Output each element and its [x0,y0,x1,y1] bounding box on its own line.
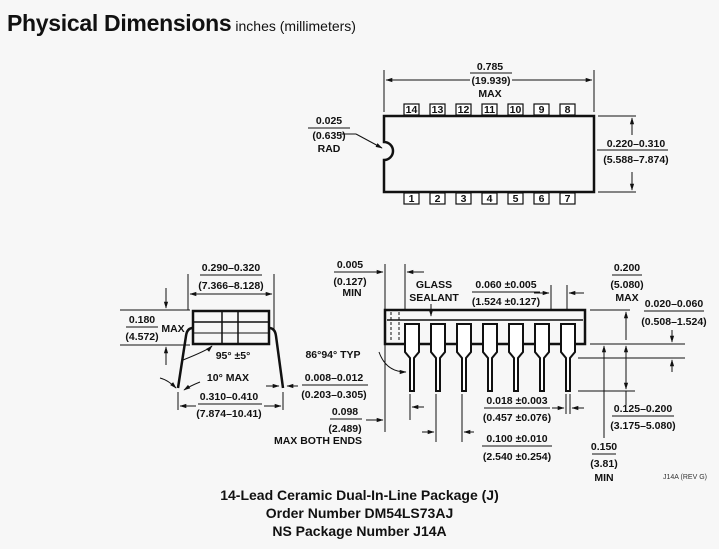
dim-end-max-note: MAX BOTH ENDS [274,435,362,447]
side-view-dimlines [366,309,685,442]
pin-12: 12 [458,104,470,116]
pin-4: 4 [487,193,493,205]
dim-seat-height-mm: (5.080) [610,279,643,291]
pin-10: 10 [510,104,522,116]
dim-notch-in: 0.025 [316,115,342,127]
dim-min-offset-mm: (0.127) [333,276,366,288]
dim-height-in: 0.180 [129,314,155,326]
dim-shoulder-mm: (1.524 ±0.127) [472,296,540,308]
caption-ns-package: NS Package Number J14A [272,523,447,539]
dim-shoulder-in: 0.060 ±0.005 [475,279,536,291]
dim-standoff-in: 0.020–0.060 [645,298,704,310]
dim-lead-angle-typ: 86°94° TYP [305,349,360,361]
dim-lead-thickness-mm: (0.203–0.305) [301,389,366,401]
dim-lead-length-in: 0.125–0.200 [614,403,673,415]
dim-lead-width-mm: (0.457 ±0.076) [483,412,551,424]
top-view-dims: 0.785 (19.939) MAX 0.025 (0.635) RAD 0.2… [308,61,669,166]
dim-lead-width-in: 0.018 ±0.003 [486,395,547,407]
dim-pitch-in: 0.100 ±0.010 [486,433,547,445]
dim-end-max-in: 0.098 [332,406,358,418]
pin-5: 5 [513,193,519,205]
end-view [120,274,298,410]
dim-notch-note: RAD [318,143,341,155]
pin-13: 13 [432,104,444,116]
dim-height-note: MAX [161,323,184,335]
side-leads [404,323,576,392]
dim-notch-mm: (0.635) [312,130,345,142]
dim-min-offset-in: 0.005 [337,259,363,271]
dim-min-length-mm: (3.81) [590,458,617,470]
pin-6: 6 [539,193,545,205]
dim-body-width-in: 0.290–0.320 [202,262,261,274]
end-view-dims: 0.290–0.320 (7.366–8.128) 0.180 (4.572) … [125,262,368,420]
dim-lead-thickness-in: 0.008–0.012 [305,372,364,384]
dim-lead-span-in: 0.310–0.410 [200,391,259,403]
revision-label: J14A (REV G) [663,474,707,481]
dim-seat-height-note: MAX [615,292,638,304]
pin-1: 1 [409,193,415,205]
caption-order-number: Order Number DM54LS73AJ [265,505,454,521]
pin-7: 7 [565,193,571,205]
sealant-label: SEALANT [409,292,459,304]
dim-seat-height-in: 0.200 [614,262,640,274]
pin-2: 2 [435,193,441,205]
pin-11: 11 [484,104,495,116]
dim-length-note: MAX [478,88,501,100]
package-caption: 14-Lead Ceramic Dual-In-Line Package (J)… [0,486,719,540]
dim-body-width-mm: (7.366–8.128) [198,280,263,292]
top-view [340,70,668,194]
dim-standoff-mm: (0.508–1.524) [641,316,706,328]
title-main: Physical Dimensions [7,10,232,36]
caption-package: 14-Lead Ceramic Dual-In-Line Package (J) [220,487,499,503]
side-view-dims: 0.005 (0.127) MIN GLASS SEALANT 0.060 ±0… [274,259,707,484]
dim-lead-length-mm: (3.175–5.080) [610,420,675,432]
dim-height-mm: (4.572) [125,331,158,343]
title-units: inches (millimeters) [235,18,356,34]
dim-lead-angle: 10° MAX [207,372,249,384]
dim-min-offset-note: MIN [342,287,361,299]
pin-9: 9 [539,104,545,116]
dim-pitch-mm: (2.540 ±0.254) [483,451,551,463]
dim-length-in: 0.785 [477,61,503,73]
top-pins: 14 13 12 11 10 9 8 1 2 3 4 5 6 7 [403,103,576,205]
glass-label: GLASS [416,279,452,291]
dim-width-in: 0.220–0.310 [607,138,666,150]
dim-lead-span-mm: (7.874–10.41) [196,408,261,420]
pin-8: 8 [565,104,571,116]
dim-min-length-in: 0.150 [591,441,617,453]
dim-length-mm: (19.939) [471,75,510,87]
pin-14: 14 [406,104,418,116]
dim-min-length-note: MIN [594,472,613,484]
dim-end-max-mm: (2.489) [328,423,361,435]
pin-3: 3 [461,193,467,205]
dim-angle: 95° ±5° [216,350,251,362]
dim-width-mm: (5.588–7.874) [603,154,668,166]
